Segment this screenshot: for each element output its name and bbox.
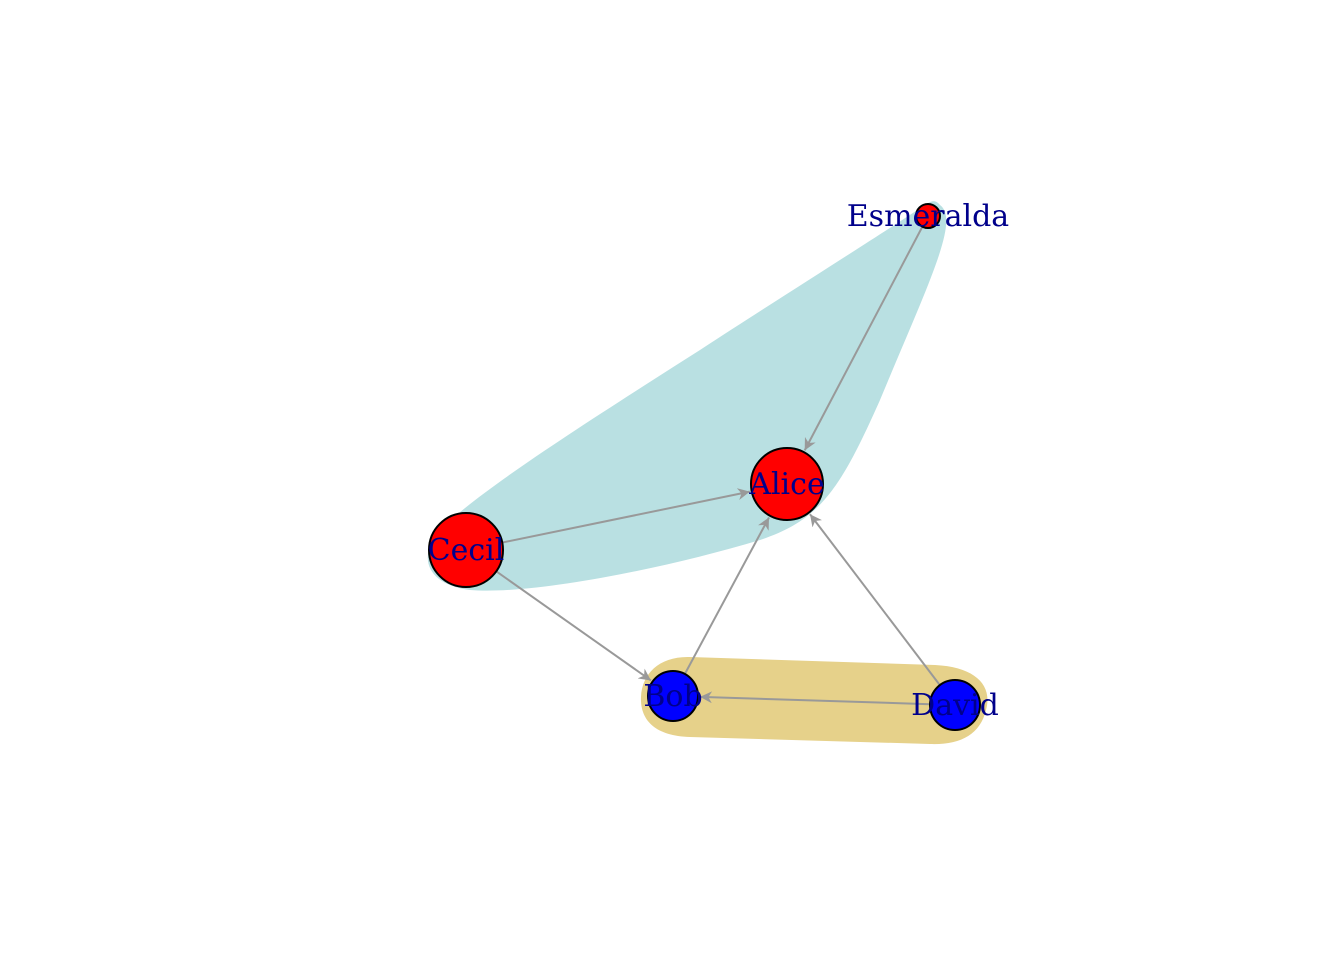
- edge-david-to-alice: [809, 513, 941, 686]
- edge-cecil-to-bob: [495, 570, 652, 682]
- edge-david-to-bob: [699, 691, 931, 706]
- node-david[interactable]: [929, 679, 981, 731]
- node-label-alice: Alice: [748, 467, 824, 502]
- edge-cecil-to-alice: [502, 488, 750, 544]
- edge-bob-to-alice: [683, 516, 770, 675]
- node-bob[interactable]: [647, 670, 699, 722]
- node-label-esmeralda: Esmeralda: [847, 199, 1010, 234]
- node-label-cecil: Cecil: [428, 533, 505, 568]
- nodes-layer: [428, 203, 981, 731]
- edges-layer: [495, 226, 941, 706]
- edge-esmeralda-to-alice: [803, 226, 924, 451]
- node-label-bob: Bob: [643, 679, 702, 714]
- node-cecil[interactable]: [428, 512, 504, 588]
- node-alice[interactable]: [750, 447, 824, 521]
- node-label-david: David: [911, 688, 999, 723]
- group-hull-a: [427, 201, 947, 591]
- node-esmeralda[interactable]: [915, 203, 941, 229]
